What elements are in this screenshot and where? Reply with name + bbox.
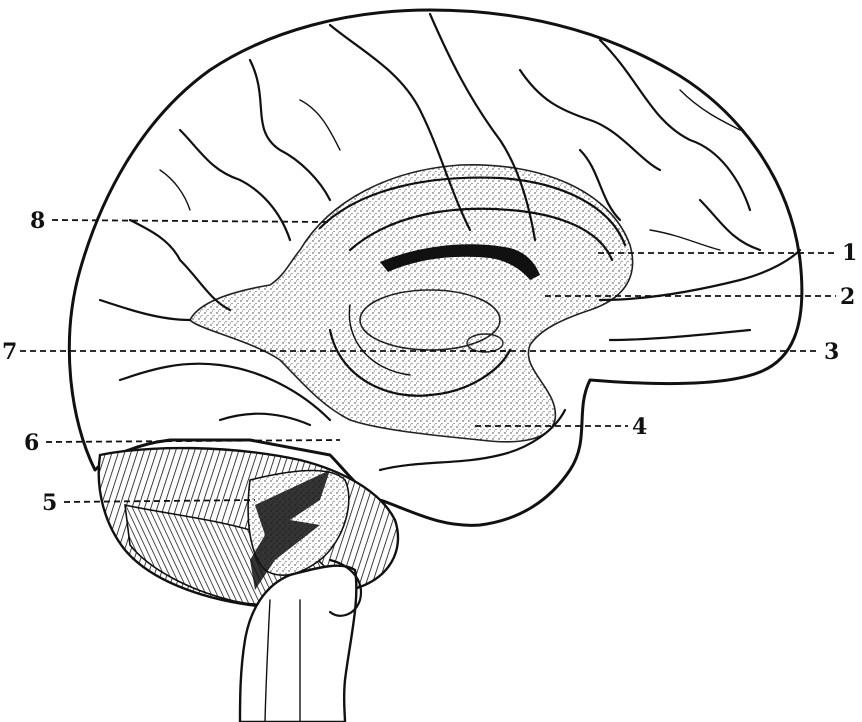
thalamus-shape xyxy=(359,289,501,351)
olive-shape xyxy=(328,558,363,617)
small-nucleus xyxy=(466,333,504,353)
brainstem-lines xyxy=(264,599,301,722)
label-2: 2 xyxy=(840,284,855,310)
fiber-tracts xyxy=(250,470,330,590)
label-7: 7 xyxy=(2,339,17,365)
callosal-arc xyxy=(318,176,627,247)
label-5: 5 xyxy=(42,490,57,516)
leader-5 xyxy=(63,499,256,503)
cerebrum-outline xyxy=(67,8,804,527)
fornix-band xyxy=(380,244,540,280)
leader-6 xyxy=(45,439,341,443)
leader-lines xyxy=(20,219,838,503)
callosal-arc-inner xyxy=(348,207,614,262)
label-1: 1 xyxy=(842,240,857,266)
label-6: 6 xyxy=(24,430,39,456)
corpus-callosum-region xyxy=(189,164,634,443)
label-8: 8 xyxy=(30,208,45,234)
leader-8 xyxy=(51,219,331,223)
cortical-sulci xyxy=(98,12,802,472)
hippocampus-curve xyxy=(328,328,512,397)
label-4: 4 xyxy=(632,414,647,440)
label-3: 3 xyxy=(824,339,839,365)
